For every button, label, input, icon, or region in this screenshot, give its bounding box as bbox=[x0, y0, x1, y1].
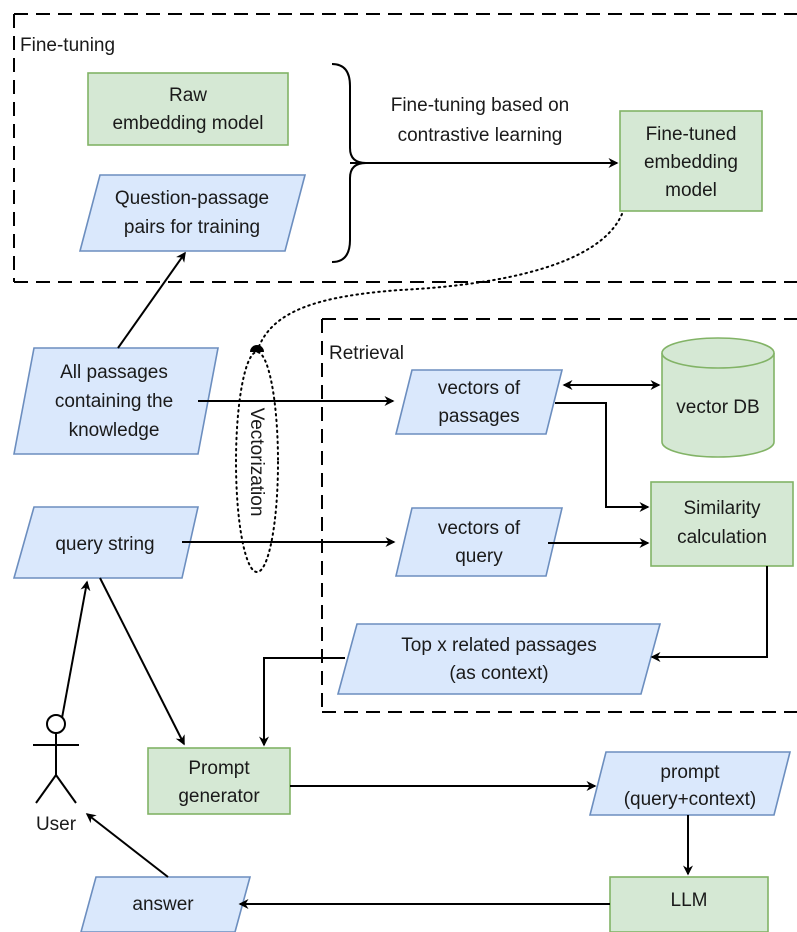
finetune-edge-label-line1: Fine-tuning based on bbox=[391, 95, 570, 116]
user-label: User bbox=[36, 814, 77, 835]
raw-model-label-line2: embedding model bbox=[112, 113, 263, 134]
raw-embedding-model-node: Raw embedding model bbox=[87, 72, 289, 146]
prompt-node: prompt (query+context) bbox=[588, 751, 792, 816]
query-string-node: query string bbox=[12, 506, 200, 579]
fine-tuning-group-label: Fine-tuning bbox=[20, 35, 115, 56]
user-to-query-arrow bbox=[61, 580, 91, 719]
prompt-generator-node: Prompt generator bbox=[147, 747, 291, 815]
passages-to-pairs-arrow bbox=[117, 251, 186, 349]
retrieval-group: Retrieval bbox=[321, 318, 797, 713]
vectors-of-query-node: vectors of query bbox=[394, 507, 564, 577]
prompt-label-line2: (query+context) bbox=[624, 789, 757, 810]
user-icon: User bbox=[33, 714, 79, 835]
similarity-calculation-node: Similarity calculation bbox=[650, 481, 794, 567]
edges bbox=[61, 158, 768, 909]
finetuned-model-label-line1: Fine-tuned bbox=[646, 124, 737, 145]
dotted-connector-end bbox=[250, 345, 264, 352]
similarity-label-line1: Similarity bbox=[683, 498, 761, 519]
vectors-of-passages-node: vectors of passages bbox=[394, 369, 564, 435]
qp-pairs-label-line2: pairs for training bbox=[124, 217, 260, 238]
finetuned-model-to-vectorization-dotted bbox=[256, 213, 623, 353]
prompt-generator-label-line2: generator bbox=[178, 786, 260, 807]
answer-label: answer bbox=[132, 894, 194, 915]
answer-to-user-arrow bbox=[85, 813, 169, 878]
vector-db-node: vector DB bbox=[661, 337, 775, 458]
finetuned-model-label-line2: embedding bbox=[644, 152, 738, 173]
vectorization-label: Vectorization bbox=[246, 408, 267, 517]
all-passages-label-line2: containing the bbox=[55, 391, 173, 412]
llm-label: LLM bbox=[671, 890, 708, 911]
finetune-edge-label-line2: contrastive learning bbox=[398, 125, 563, 146]
all-passages-node: All passages containing the knowledge bbox=[13, 347, 219, 455]
vectors-query-label-line1: vectors of bbox=[438, 518, 521, 539]
fine-tuning-group: Fine-tuning bbox=[13, 13, 797, 283]
question-passage-pairs-node: Question-passage pairs for training bbox=[78, 174, 307, 252]
vectors-passages-label-line2: passages bbox=[438, 406, 519, 427]
vectorization-node: Vectorization bbox=[235, 351, 279, 573]
top-passages-label-line1: Top x related passages bbox=[401, 635, 596, 656]
top-passages-label-line2: (as context) bbox=[449, 663, 548, 684]
top-passages-to-prompt-generator-arrow bbox=[259, 657, 345, 747]
retrieval-group-label: Retrieval bbox=[329, 343, 404, 364]
raw-model-label-line1: Raw bbox=[169, 85, 207, 106]
fine-tuned-embedding-model-node: Fine-tuned embedding model bbox=[619, 110, 763, 212]
query-to-prompt-generator-arrow bbox=[99, 577, 185, 746]
similarity-to-top-passages-arrow bbox=[650, 566, 768, 662]
llm-node: LLM bbox=[609, 876, 769, 932]
vector-db-label: vector DB bbox=[676, 397, 759, 418]
similarity-label-line2: calculation bbox=[677, 527, 767, 548]
all-passages-label-line3: knowledge bbox=[69, 420, 160, 441]
qp-pairs-label-line1: Question-passage bbox=[115, 188, 269, 209]
vectors-query-label-line2: query bbox=[455, 546, 503, 567]
answer-node: answer bbox=[80, 876, 252, 932]
prompt-label-line1: prompt bbox=[660, 762, 720, 783]
finetuned-model-label-line3: model bbox=[665, 180, 717, 201]
vectors-passages-label-line1: vectors of bbox=[438, 378, 521, 399]
top-related-passages-node: Top x related passages (as context) bbox=[336, 623, 662, 695]
passage-vectors-to-similarity-arrow bbox=[555, 402, 650, 512]
all-passages-label-line1: All passages bbox=[60, 362, 168, 383]
prompt-generator-label-line1: Prompt bbox=[188, 758, 250, 779]
query-string-label: query string bbox=[55, 534, 154, 555]
